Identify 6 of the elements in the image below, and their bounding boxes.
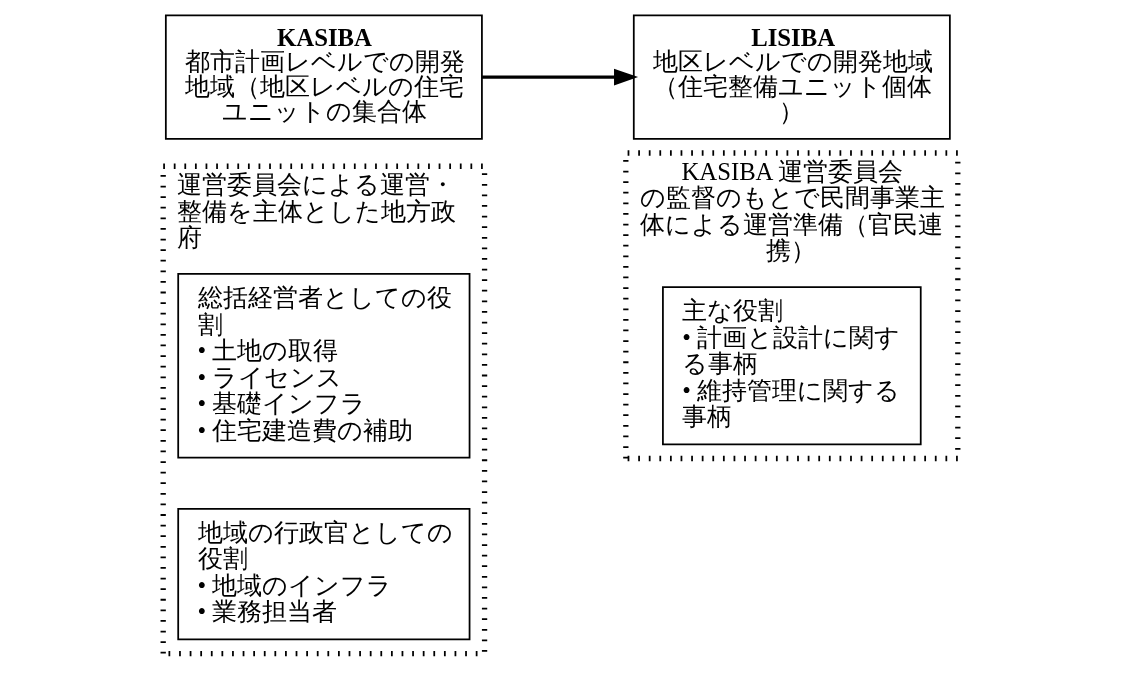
arrow [482, 68, 639, 86]
node-box: KASIBA 都市計画レベルでの開発地域（地区レベルの住宅ユニットの集合体 [164, 14, 483, 140]
node-box: 総括経営者としての役割 • 土地の取得 • ライセンス • 基礎インフラ • 住宅建造費の補助 [177, 273, 471, 459]
node-box: LISIBA 地区レベルでの開発地域（住宅整備ユニット個体） [632, 14, 951, 140]
node-box: 主な役割 • 計画と設計に関する事柄 • 維持管理に関する事柄 [662, 286, 922, 446]
node-box: 地域の行政官としての役割 • 地域のインフラ • 業務担当者 [177, 507, 471, 641]
